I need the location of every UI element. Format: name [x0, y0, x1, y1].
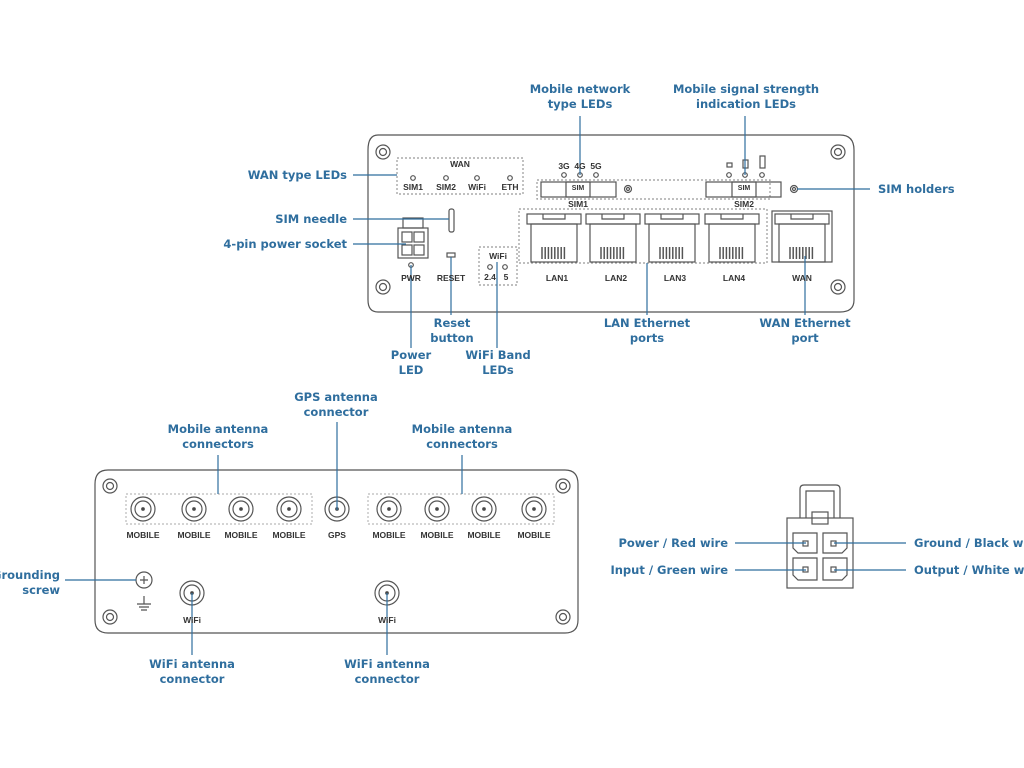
callout-wifi-right: WiFi antenna connector: [344, 657, 430, 686]
sim1-name: SIM1: [568, 199, 588, 209]
callout-wifi-left: WiFi antenna connector: [149, 657, 235, 686]
lan-ports: [526, 213, 760, 263]
wan-led-label-sim2: SIM2: [436, 182, 456, 192]
wan-led-label-wifi: WiFi: [468, 182, 486, 192]
sim2-holder: [789, 184, 799, 194]
sim-slot-area: [536, 179, 771, 200]
connector-label: MOBILE: [177, 530, 211, 540]
connector-label: MOBILE: [517, 530, 551, 540]
wifi-led-group-box: [478, 246, 518, 286]
callout-power-socket: 4-pin power socket: [223, 237, 347, 251]
mobile-connector: [130, 496, 156, 522]
sim2-slot-label: SIM: [737, 185, 751, 192]
back-panel-body: [94, 469, 579, 634]
wifi-connector-label-right: WiFi: [378, 615, 396, 625]
mobile-left-group-box: [125, 493, 313, 525]
mobile-connector: [228, 496, 254, 522]
mobile-connector: [521, 496, 547, 522]
wan-led-label-sim1: SIM1: [403, 182, 423, 192]
pin-label-input: Input / Green wire: [610, 563, 728, 577]
callout-lan-ports: LAN Ethernet ports: [603, 316, 691, 345]
mobile-connector: [424, 496, 450, 522]
callout-lines: [65, 116, 906, 655]
callout-reset-button: Reset button: [430, 316, 474, 345]
power-connector-detail: [786, 484, 854, 589]
callout-wan-type-leds: WAN type LEDs: [247, 168, 347, 182]
callout-sim-needle: SIM needle: [275, 212, 347, 226]
connector-label: MOBILE: [420, 530, 454, 540]
sim-needle: [448, 208, 455, 233]
wifi-group-title: WiFi: [489, 251, 507, 261]
wan-group-title: WAN: [450, 159, 470, 169]
pin-label-power: Power / Red wire: [618, 536, 728, 550]
sim2-name: SIM2: [734, 199, 754, 209]
mobile-connector: [376, 496, 402, 522]
connector-label: MOBILE: [467, 530, 501, 540]
back-panel-screws: [102, 478, 571, 625]
lan-port-1: [526, 213, 582, 263]
callout-power-led: Power LED: [390, 348, 432, 377]
reset-label: RESET: [436, 273, 466, 283]
mobile-right-group-box: [367, 493, 555, 525]
lan-port-3: [644, 213, 700, 263]
lan4-label: LAN4: [722, 273, 746, 283]
signal-strength-leds: [726, 155, 766, 178]
sim1-holder: [623, 184, 633, 194]
net-led-4g: 4G: [574, 161, 586, 171]
lan-port-2: [585, 213, 641, 263]
lan2-label: LAN2: [604, 273, 628, 283]
callout-mobile-left: Mobile antenna connectors: [167, 422, 269, 451]
mobile-connector: [276, 496, 302, 522]
wan-port: [774, 213, 830, 263]
lan-group-box: [518, 208, 768, 264]
connector-label: MOBILE: [126, 530, 160, 540]
callout-wan-port: WAN Ethernet port: [759, 316, 851, 345]
grounding-screw: [135, 571, 153, 589]
lan-port-4: [704, 213, 760, 263]
connector-label: MOBILE: [224, 530, 258, 540]
callout-grounding-screw: Grounding screw: [0, 568, 60, 597]
mobile-connector: [181, 496, 207, 522]
callout-network-type-leds: Mobile network type LEDs: [529, 82, 631, 111]
front-panel-screws: [375, 144, 846, 295]
wifi-band-5: 5: [503, 272, 509, 282]
power-led-label: PWR: [401, 273, 421, 283]
callout-mobile-right: Mobile antenna connectors: [411, 422, 513, 451]
front-panel-body: [367, 134, 855, 313]
wan-port-label: WAN: [792, 273, 812, 283]
sim1-slot-label: SIM: [571, 185, 585, 192]
lan1-label: LAN1: [545, 273, 569, 283]
callout-gps-connector: GPS antenna connector: [294, 390, 378, 419]
mobile-connector: [471, 496, 497, 522]
net-led-3g: 3G: [558, 161, 570, 171]
ground-symbol: [137, 596, 151, 611]
wan-led-group-box: [396, 157, 524, 195]
connector-label: GPS: [328, 530, 346, 540]
net-led-5g: 5G: [590, 161, 602, 171]
wan-led-label-eth: ETH: [501, 182, 519, 192]
callout-signal-strength-leds: Mobile signal strength indication LEDs: [672, 82, 820, 111]
callout-sim-holders: SIM holders: [878, 182, 955, 196]
callout-wifi-band-leds: WiFi Band LEDs: [465, 348, 531, 377]
pin-label-ground: Ground / Black wire: [914, 536, 1024, 550]
connector-label: MOBILE: [372, 530, 406, 540]
pin-label-output: Output / White wire: [914, 563, 1024, 577]
wifi-connector-label-left: WiFi: [183, 615, 201, 625]
connector-label: MOBILE: [272, 530, 306, 540]
power-socket: [397, 217, 429, 259]
wan-leds: [410, 175, 513, 181]
reset-button: [446, 252, 456, 258]
lan3-label: LAN3: [663, 273, 687, 283]
wifi-band-24: 2.4: [484, 272, 496, 282]
